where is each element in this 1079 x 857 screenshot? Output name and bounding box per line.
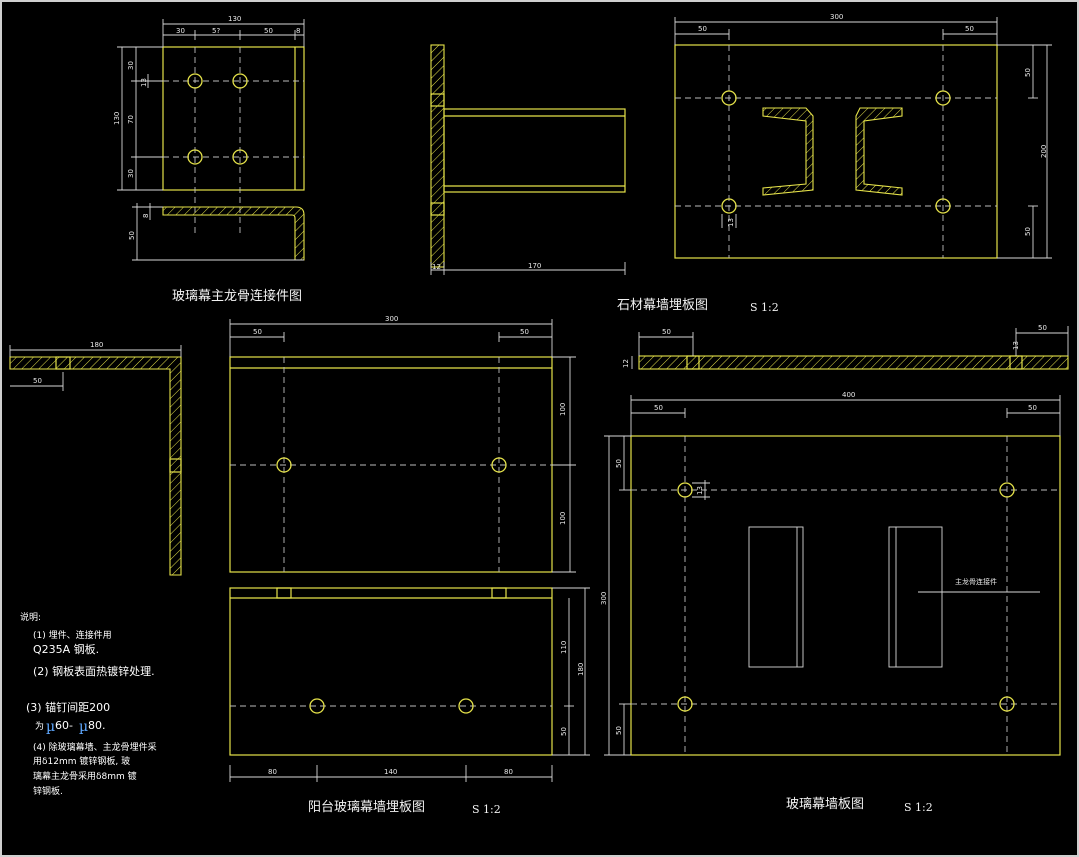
side-arm — [443, 108, 626, 193]
note-4d: 锌钢板. — [33, 785, 63, 797]
dim-label: 50 — [560, 727, 568, 736]
note-3b-mu-1: µ — [46, 719, 55, 735]
note-4c: 璃幕主龙骨采用δ8mm 镀 — [33, 770, 137, 782]
stone-plate — [674, 44, 998, 259]
connector-side-view: 12 170 — [430, 44, 626, 275]
title-balcony-embed: 阳台玻璃幕墙埋板图 — [308, 800, 425, 815]
dim-label: 300 — [600, 592, 608, 605]
connector-plate — [162, 46, 305, 191]
scale-stone-embed: S 1:2 — [750, 301, 779, 314]
dim-label: 140 — [384, 768, 397, 776]
dim-label: 80 — [268, 768, 277, 776]
dim-label: 100 — [559, 403, 567, 416]
dim-label: 13 — [727, 218, 735, 227]
note-4b: 用δ12mm 镀锌钢板, 玻 — [33, 755, 130, 767]
dim-label: 300 — [385, 315, 398, 323]
connector-slot — [748, 526, 804, 668]
title-stone-embed: 石材幕墙埋板图 — [617, 298, 708, 313]
dim-label: 80 — [504, 768, 513, 776]
note-4a: (4) 除玻璃幕墙、主龙骨埋件采 — [33, 741, 157, 753]
dim-label: 180 — [90, 341, 103, 349]
dim-label: 180 — [577, 663, 585, 676]
glass-connector-section: 8 50 — [128, 203, 305, 261]
side-plate-hatch — [430, 44, 445, 268]
connector-hole — [187, 73, 203, 89]
note-2: (2) 钢板表面热镀锌处理. — [33, 664, 155, 678]
dim-label: 30 — [127, 61, 135, 70]
dim-label: 13 — [140, 78, 148, 87]
dim-label: 12 — [622, 359, 630, 368]
dim-label: 50 — [615, 459, 623, 468]
channel-right — [855, 107, 903, 196]
dim-label: 50 — [662, 328, 671, 336]
scale-glass-plate: S 1:2 — [904, 801, 933, 814]
connector-hole — [232, 73, 248, 89]
dim-label: 70 — [127, 115, 135, 124]
note-1a: (1) 埋件、连接件用 — [33, 629, 112, 641]
notes-block: 说明: (1) 埋件、连接件用 Q235A 钢板. (2) 钢板表面热镀锌处理.… — [20, 611, 157, 797]
dim-label: 110 — [560, 641, 568, 654]
dim-label: 50 — [615, 726, 623, 735]
note-3b-prefix: 为 — [35, 720, 44, 732]
dim-label: 13 — [1012, 341, 1020, 350]
note-3b-mid: 60- — [55, 719, 73, 732]
dim-label: 30 — [127, 169, 135, 178]
balcony-embed-section: 110 180 50 80 140 80 — [229, 587, 590, 782]
dim-label: 50 — [1028, 404, 1037, 412]
dim-label: 200 — [1040, 145, 1048, 158]
connector-slot — [888, 526, 943, 668]
dim-label: 30 — [176, 27, 185, 35]
note-3b-mu-2: µ — [79, 719, 88, 735]
stone-embed-plate: 300 50 50 50 200 50 13 — [674, 13, 1052, 259]
glass-strip — [638, 355, 1069, 370]
dim-label: 50 — [520, 328, 529, 336]
angle-hatch — [9, 356, 182, 576]
dim-label: 170 — [528, 262, 541, 270]
dim-label: 5? — [212, 27, 220, 35]
glass-plate — [630, 435, 1061, 756]
connector-hole — [187, 149, 203, 165]
dim-label: 100 — [559, 512, 567, 525]
dim-label: 50 — [1038, 324, 1047, 332]
balcony-plate — [229, 356, 553, 573]
dim-label: 300 — [830, 13, 843, 21]
dim-label: 130 — [228, 15, 241, 23]
dim-label: 8 — [296, 27, 300, 35]
title-glass-plate: 玻璃幕墙板图 — [786, 797, 864, 812]
angle-section: 180 50 — [9, 341, 182, 576]
glass-plate-plan: 主龙骨连接件 400 50 50 300 50 50 13 — [600, 391, 1061, 756]
notes-heading: 说明: — [20, 611, 41, 623]
dim-label: 50 — [698, 25, 707, 33]
connector-angle-section — [162, 206, 305, 261]
dim-label: 50 — [264, 27, 273, 35]
dim-label: 8 — [142, 214, 150, 218]
dim-label: 50 — [965, 25, 974, 33]
glass-connector-plan: 130 30 5? 50 8 30 70 30 130 13 — [113, 15, 305, 235]
dim-label: 400 — [842, 391, 855, 399]
callout-main-connector: 主龙骨连接件 — [955, 577, 997, 586]
dim-label: 130 — [113, 112, 121, 125]
dim-label: 50 — [128, 231, 136, 240]
dim-label: 13 — [696, 486, 704, 495]
balcony-plate-section — [229, 587, 553, 756]
scale-balcony-embed: S 1:2 — [472, 803, 501, 816]
dim-label: 50 — [1024, 227, 1032, 236]
note-3b-post: 80. — [88, 719, 106, 732]
dim-label: 50 — [253, 328, 262, 336]
dim-label: 50 — [1024, 68, 1032, 77]
channel-left — [762, 107, 814, 196]
note-3a: (3) 锚钉间距200 — [26, 700, 110, 714]
dim-label: 12 — [432, 263, 441, 271]
dim-label: 50 — [33, 377, 42, 385]
dim-label: 50 — [654, 404, 663, 412]
title-glass-connector: 玻璃幕主龙骨连接件图 — [172, 288, 302, 304]
note-1b: Q235A 钢板. — [33, 642, 99, 656]
glass-plate-strip: 50 50 12 13 — [622, 324, 1069, 370]
balcony-embed-plan: 300 50 50 100 100 — [229, 315, 576, 573]
connector-hole — [232, 149, 248, 165]
